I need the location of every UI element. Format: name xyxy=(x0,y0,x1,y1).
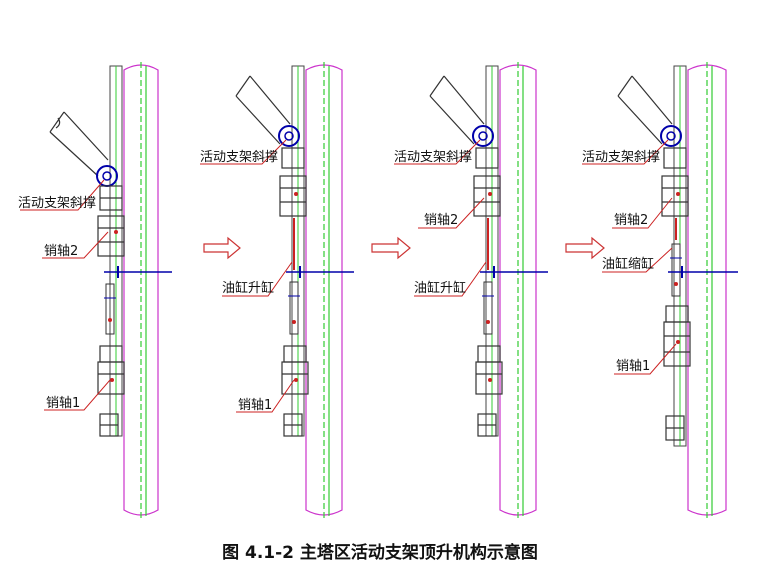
stage-3: 活动支架斜撑 销轴2 油缸升缸 xyxy=(394,62,548,518)
lower-bracket xyxy=(281,345,309,437)
right-arrow-icon xyxy=(565,236,605,260)
tower-column xyxy=(305,62,343,518)
upper-bracket xyxy=(97,185,125,257)
label-brace: 活动支架斜撑 xyxy=(18,196,96,211)
mount-bar xyxy=(480,266,548,278)
label-cylinder: 油缸升缸 xyxy=(222,280,274,296)
hydraulic-cylinder-extended xyxy=(288,218,300,335)
upper-bracket xyxy=(279,147,307,217)
hydraulic-cylinder xyxy=(104,276,116,335)
upper-bracket xyxy=(661,147,689,217)
brace-hinge xyxy=(660,125,682,147)
lower-bracket xyxy=(663,305,691,441)
label-brace: 活动支架斜撑 xyxy=(582,150,660,165)
mount-bar xyxy=(104,266,172,278)
mount-bar xyxy=(286,266,354,278)
label-pin1: 销轴1 xyxy=(46,396,80,411)
lower-bracket xyxy=(97,345,125,437)
leader-lines xyxy=(200,139,295,413)
brace-arm xyxy=(617,75,673,145)
right-arrow-icon xyxy=(203,236,241,260)
upper-bracket xyxy=(473,147,501,217)
leader-lines xyxy=(582,139,677,375)
label-cylinder: 油缸升缸 xyxy=(414,280,466,296)
label-pin2: 销轴2 xyxy=(424,213,458,228)
label-pin2: 销轴2 xyxy=(44,244,78,259)
brace-arm xyxy=(235,75,291,145)
figure-caption: 图 4.1-2 主塔区活动支架顶升机构示意图 xyxy=(222,542,538,563)
label-brace: 活动支架斜撑 xyxy=(200,150,278,165)
tower-column xyxy=(687,62,727,518)
leader-lines xyxy=(20,179,111,411)
brace-hinge xyxy=(278,125,300,147)
label-pin1: 销轴1 xyxy=(616,359,650,374)
lower-bracket xyxy=(475,345,503,437)
stage-4: 活动支架斜撑 销轴2 油缸缩缸 销轴1 xyxy=(582,62,738,518)
brace-arm xyxy=(49,111,109,177)
hydraulic-cylinder-extended xyxy=(482,218,494,335)
label-brace: 活动支架斜撑 xyxy=(394,150,472,165)
brace-arm xyxy=(429,75,485,145)
stage-2: 活动支架斜撑 油缸升缸 销轴1 xyxy=(200,62,354,518)
label-pin2: 销轴2 xyxy=(614,213,648,228)
brace-hinge xyxy=(96,165,118,187)
brace-hinge xyxy=(472,125,494,147)
stage-1: 活动支架斜撑 销轴2 销轴1 xyxy=(18,62,172,518)
leader-lines xyxy=(394,139,487,297)
label-cylinder: 油缸缩缸 xyxy=(602,256,654,272)
right-arrow-icon xyxy=(371,236,411,260)
hydraulic-cylinder-retracted xyxy=(670,218,682,297)
mount-bar xyxy=(668,266,738,278)
label-pin1: 销轴1 xyxy=(238,398,272,413)
tower-column xyxy=(123,62,159,518)
tower-column xyxy=(499,62,537,518)
